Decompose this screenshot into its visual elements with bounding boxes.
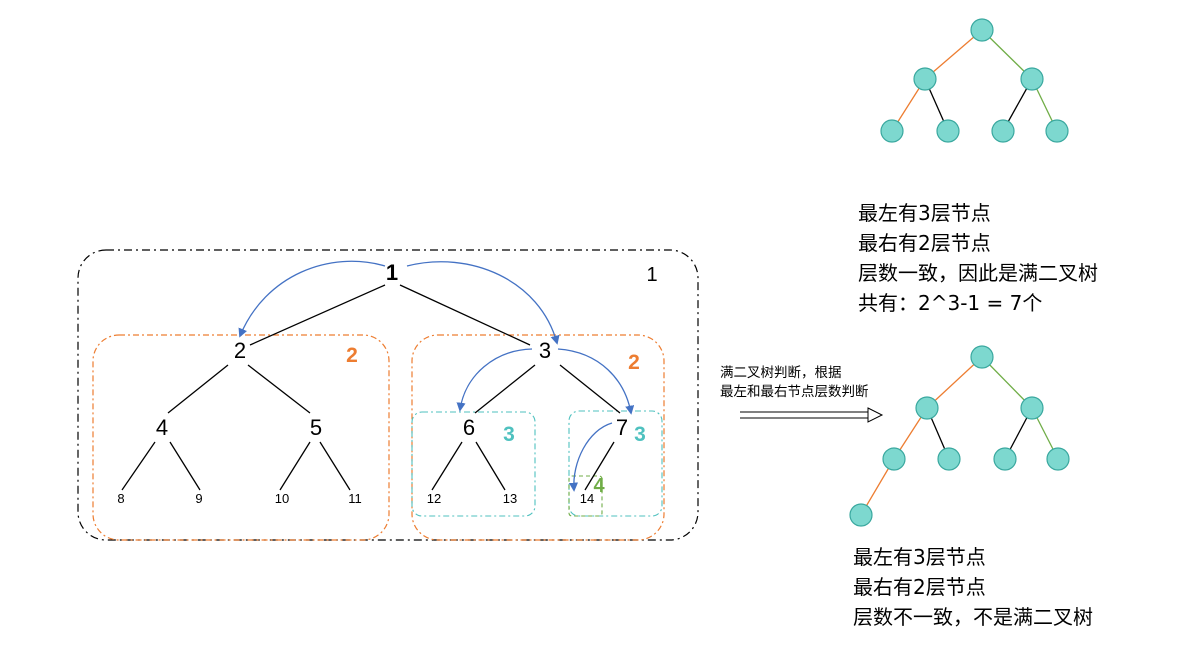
node-6: 6	[463, 415, 475, 440]
arrow-note-line2: 最左和最右节点层数判断	[720, 384, 869, 400]
node-4: 4	[156, 415, 168, 440]
leftmost-rightmost-arrows	[238, 260, 635, 492]
node-3: 3	[539, 338, 551, 363]
bottom-text-line1: 最左有3层节点	[853, 545, 986, 569]
top-example-text: 最左有3层节点 最右有2层节点 层数一致，因此是满二叉树 共有：2^3-1 = …	[858, 198, 1098, 318]
node-9: 9	[195, 491, 202, 506]
tree-node	[915, 396, 939, 420]
right-subtree-box	[411, 334, 665, 541]
bottom-example-text: 最左有3层节点 最右有2层节点 层数不一致，不是满二叉树	[853, 542, 1093, 632]
depth-labels: 1 2 2 3 3 4	[346, 264, 657, 497]
full-tree-example	[880, 18, 1069, 143]
depth-label-node6: 3	[503, 423, 515, 446]
tree-node	[1020, 67, 1044, 91]
node-12: 12	[427, 491, 441, 506]
left-subtree-box	[92, 334, 390, 541]
tree-node	[880, 119, 904, 143]
arrow-note-line1: 满二叉树判断，根据	[720, 365, 842, 381]
tree-node	[1046, 447, 1070, 471]
implies-arrow	[740, 407, 884, 423]
depth-label-node7: 3	[634, 423, 646, 446]
tree-node	[1045, 119, 1069, 143]
tree-node	[936, 119, 960, 143]
tree-node	[913, 67, 937, 91]
arrow-note: 满二叉树判断，根据 最左和最右节点层数判断	[720, 364, 869, 402]
depth-label-root: 1	[646, 264, 657, 286]
top-text-line1: 最左有3层节点	[858, 201, 991, 225]
tree-node	[1020, 396, 1044, 420]
depth-label-left: 2	[346, 344, 358, 367]
node-2: 2	[234, 338, 246, 363]
node-7: 7	[616, 415, 628, 440]
node-10: 10	[275, 491, 289, 506]
tree-node	[849, 503, 873, 527]
tree-node	[970, 18, 994, 42]
tree-node	[882, 447, 906, 471]
outer-tree-box	[77, 249, 699, 541]
bottom-text-line3: 层数不一致，不是满二叉树	[853, 605, 1093, 629]
non-full-tree-example	[849, 345, 1070, 527]
node-14: 14	[580, 491, 594, 506]
tree-node	[937, 447, 961, 471]
node-11: 11	[348, 491, 362, 506]
tree-node	[993, 447, 1017, 471]
main-tree-nodes: 1 2 3 4 5 6 7 8 9 10 11 12 13 14	[117, 260, 628, 506]
top-text-line2: 最右有2层节点	[858, 231, 991, 255]
tree-node	[991, 119, 1015, 143]
main-tree-edges	[121, 284, 621, 491]
depth-label-node14: 4	[593, 475, 605, 497]
node-1: 1	[386, 260, 398, 285]
node-5: 5	[310, 415, 322, 440]
node6-subtree-box	[411, 411, 536, 517]
top-text-line4: 共有：2^3-1 = 7个	[858, 291, 1043, 315]
node7-subtree-box	[568, 410, 663, 517]
node-13: 13	[503, 491, 517, 506]
node-8: 8	[117, 491, 124, 506]
tree-node	[970, 345, 994, 369]
bottom-text-line2: 最右有2层节点	[853, 575, 986, 599]
top-text-line3: 层数一致，因此是满二叉树	[858, 261, 1098, 285]
depth-label-right: 2	[628, 351, 640, 374]
